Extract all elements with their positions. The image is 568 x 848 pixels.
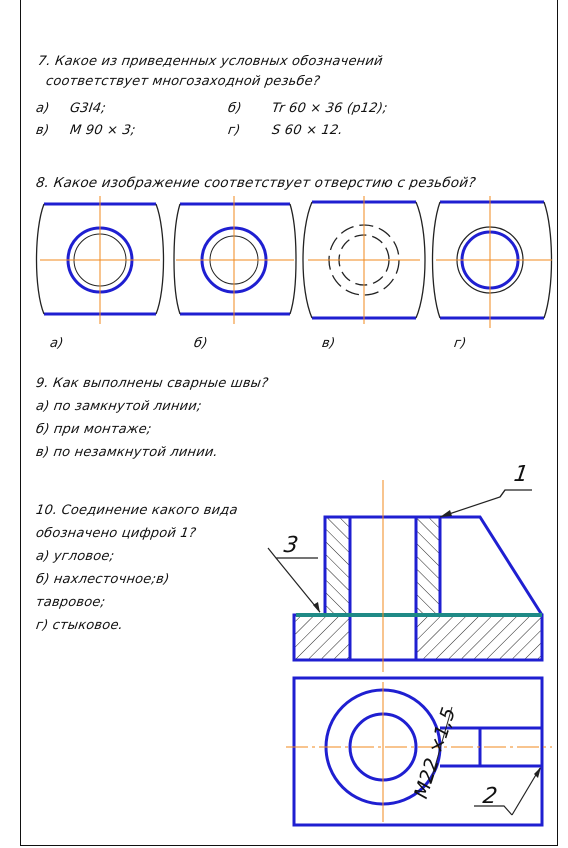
q8-figure-a xyxy=(35,196,165,324)
weld-assembly-front-view xyxy=(292,480,544,672)
q8-figure-d xyxy=(431,196,553,328)
q8-figure-c xyxy=(302,196,426,324)
callout-1-leader xyxy=(439,489,532,518)
callout-3-leader xyxy=(267,547,321,613)
weld-assembly-top-view xyxy=(286,676,552,827)
q8-figure-b xyxy=(173,196,297,324)
thread-dimension-line xyxy=(429,706,453,785)
page-frame xyxy=(20,0,558,846)
callout-2-leader xyxy=(474,767,541,816)
